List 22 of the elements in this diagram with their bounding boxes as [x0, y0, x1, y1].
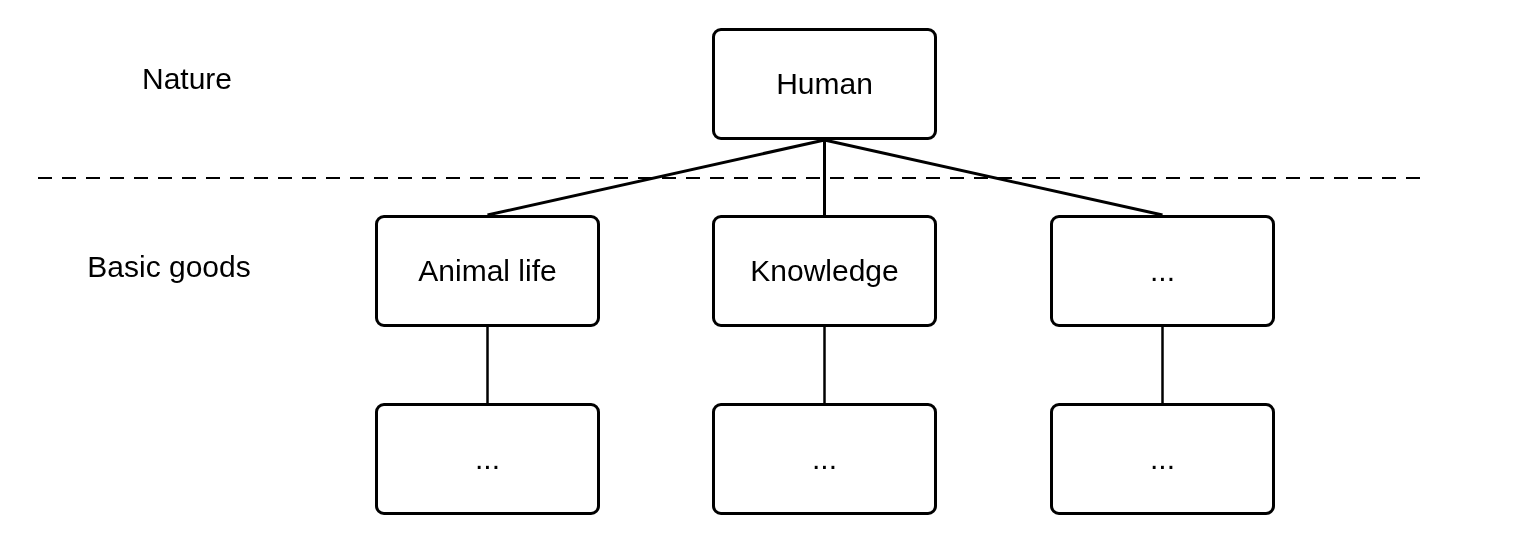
- box-label: Knowledge: [750, 254, 899, 288]
- row-label: Basic goods: [87, 250, 251, 284]
- box-label: Animal life: [418, 254, 557, 288]
- box-label: ...: [1150, 254, 1175, 288]
- connector-line: [487, 138, 825, 217]
- box-label: ...: [812, 442, 837, 476]
- box: [712, 215, 937, 327]
- box: [375, 215, 600, 327]
- box: [712, 403, 937, 515]
- connector-line: [824, 138, 1163, 217]
- box: [1050, 403, 1275, 515]
- connector-line: [486, 327, 489, 403]
- connector-line: [1161, 327, 1164, 403]
- box-label: ...: [1150, 442, 1175, 476]
- box: [1050, 215, 1275, 327]
- connector-line: [823, 140, 826, 215]
- row-label: Nature: [142, 62, 232, 96]
- box: [712, 28, 937, 140]
- box-label: ...: [475, 442, 500, 476]
- box: [375, 403, 600, 515]
- box-label: Human: [776, 67, 873, 101]
- connector-line: [823, 327, 826, 403]
